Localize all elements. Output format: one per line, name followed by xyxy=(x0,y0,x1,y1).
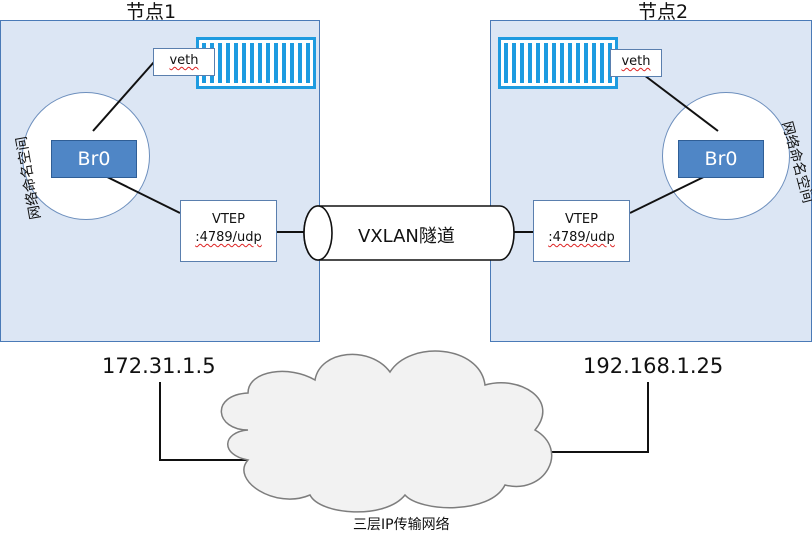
node2-vtep-box: VTEP :4789/udp xyxy=(533,200,630,262)
vxlan-tunnel-label: VXLAN隧道 xyxy=(358,226,455,247)
node2-veth-label: veth xyxy=(621,54,651,69)
network-label: 三层IP传输网络 xyxy=(353,517,450,533)
node1-veth-bridge-link xyxy=(92,61,155,132)
node2-veth-bridge-link xyxy=(639,71,719,132)
node1-veth-box: veth xyxy=(153,48,215,76)
cloud-icon xyxy=(220,350,553,513)
node2-title: 节点2 xyxy=(638,1,689,23)
node2-cloud-link xyxy=(530,382,649,453)
node1-bridge: Br0 xyxy=(51,140,137,178)
node1-title: 节点1 xyxy=(126,1,177,23)
node1-vtep-label: VTEP xyxy=(212,212,245,227)
node1-vtep-box: VTEP :4789/udp xyxy=(180,200,277,262)
vxlan-tunnel xyxy=(303,205,515,261)
node2-bridge: Br0 xyxy=(678,140,764,178)
container-icon xyxy=(498,37,618,89)
node1-veth-label: veth xyxy=(169,53,199,68)
node2-veth-box: veth xyxy=(610,49,662,77)
node2-vtep-port: :4789/udp xyxy=(548,230,615,245)
node1-vtep-port: :4789/udp xyxy=(195,230,262,245)
node2-vtep-label: VTEP xyxy=(565,212,598,227)
node2-ip: 192.168.1.25 xyxy=(583,354,724,378)
node1-cloud-link xyxy=(159,382,248,461)
node1-ip: 172.31.1.5 xyxy=(102,354,216,378)
